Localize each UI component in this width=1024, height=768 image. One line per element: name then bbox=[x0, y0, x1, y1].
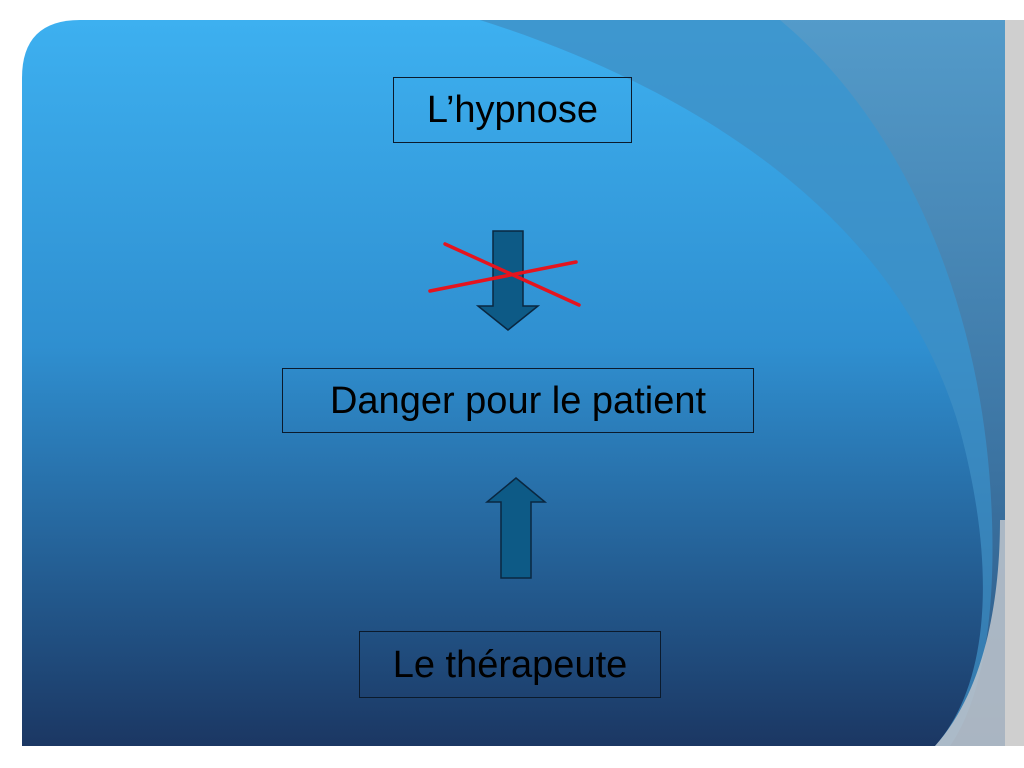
node-therapeute: Le thérapeute bbox=[359, 631, 661, 698]
slide-panel bbox=[22, 20, 1005, 746]
swoosh-outer bbox=[780, 20, 1005, 746]
crescent-frame bbox=[935, 520, 1005, 746]
up-arrow bbox=[484, 477, 548, 579]
node-danger: Danger pour le patient bbox=[282, 368, 754, 433]
node-therapeute-label: Le thérapeute bbox=[392, 643, 628, 686]
down-arrow bbox=[475, 230, 541, 331]
swoosh-band bbox=[480, 20, 1005, 746]
node-danger-label: Danger pour le patient bbox=[329, 379, 707, 422]
node-hypnose: L’hypnose bbox=[393, 77, 632, 143]
node-hypnose-label: L’hypnose bbox=[426, 89, 599, 131]
cross-line-1 bbox=[428, 260, 578, 293]
frame-bottom bbox=[0, 746, 1024, 768]
cross-line-2 bbox=[443, 242, 581, 307]
frame-right bbox=[1005, 20, 1024, 768]
